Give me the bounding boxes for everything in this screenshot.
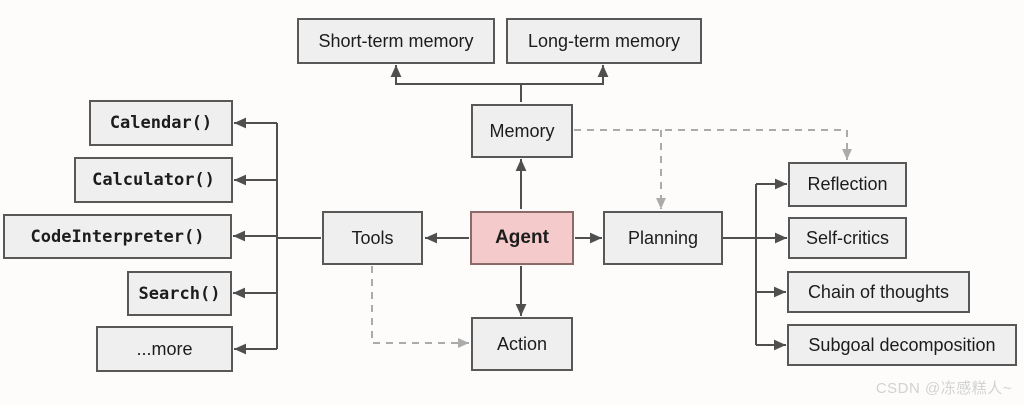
node-agent: Agent	[470, 211, 574, 265]
node-search: Search()	[127, 271, 232, 316]
node-calculator: Calculator()	[74, 157, 233, 203]
watermark: CSDN @冻感糕人~	[875, 380, 1012, 397]
node-subgoal-decomposition: Subgoal decomposition	[787, 324, 1017, 366]
edge-tools-action-dashed	[371, 266, 469, 348]
edge-tools-trunk	[276, 123, 321, 349]
node-tools: Tools	[322, 211, 423, 265]
node-reflection: Reflection	[788, 162, 907, 207]
node-more: ...more	[96, 326, 233, 372]
edge-memory-reflection-dashed	[574, 129, 852, 160]
edge-memory-short-term	[390, 65, 522, 102]
node-memory: Memory	[471, 104, 573, 158]
node-long-term-memory: Long-term memory	[506, 18, 702, 64]
node-code-interpreter: CodeInterpreter()	[3, 214, 232, 259]
node-short-term-memory: Short-term memory	[297, 18, 495, 64]
node-action: Action	[471, 317, 573, 371]
edge-memory-long-term	[521, 65, 609, 85]
node-chain-of-thoughts: Chain of thoughts	[787, 271, 970, 313]
node-planning: Planning	[603, 211, 723, 265]
node-calendar: Calendar()	[89, 100, 233, 146]
node-self-critics: Self-critics	[788, 217, 907, 259]
